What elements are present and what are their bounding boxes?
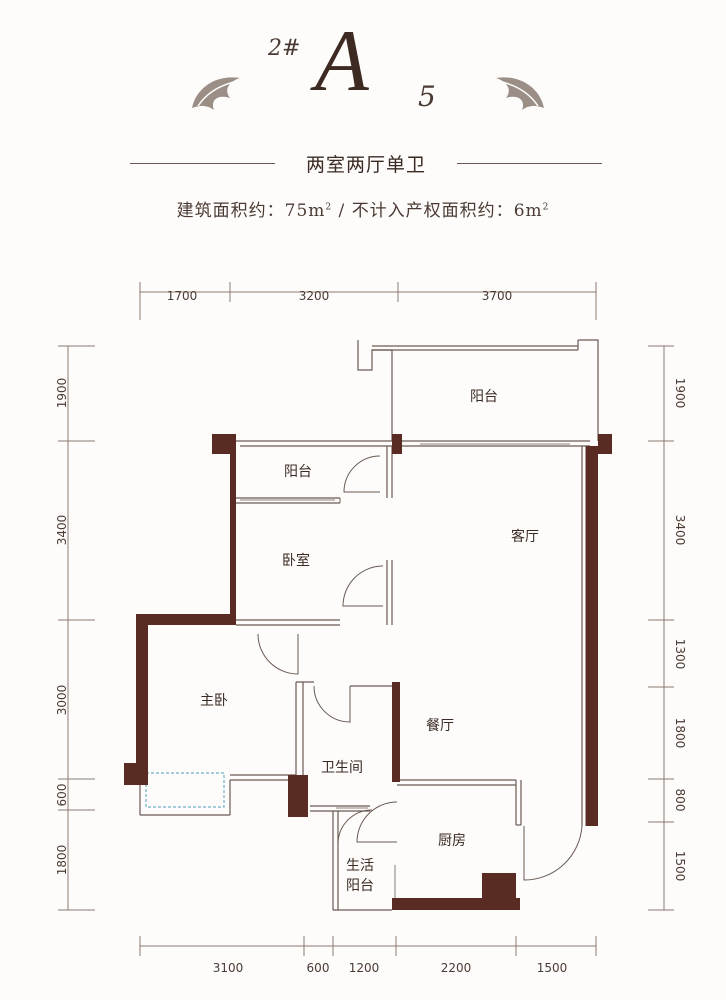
- plan-title: 2# A 5: [0, 0, 726, 135]
- living-door-icon: [523, 825, 583, 881]
- room-balcony-top: 阳台: [470, 389, 498, 405]
- subtitle-rule-right: [457, 163, 602, 164]
- dim-bottom-2: 600: [307, 961, 330, 975]
- master-door-icon: [257, 633, 299, 675]
- balcony-door-icon: [343, 455, 381, 493]
- room-master-bedroom: 主卧: [200, 693, 228, 709]
- building-area-unit-sup: 2: [325, 202, 333, 213]
- dim-left-1: 1900: [55, 378, 69, 409]
- thick-walls: [124, 434, 612, 910]
- dimension-lines: [58, 282, 674, 956]
- excluded-area-value: 6m: [513, 201, 543, 221]
- excluded-area-label: 不计入产权面积约：: [351, 201, 514, 221]
- dim-left-2: 3400: [55, 515, 69, 546]
- dim-top-2: 3200: [299, 289, 330, 303]
- dim-left-4: 600: [55, 784, 69, 807]
- room-kitchen: 厨房: [438, 833, 466, 849]
- bedroom-door-icon: [342, 565, 384, 607]
- dim-bottom-5: 1500: [537, 961, 568, 975]
- area-info: 建筑面积约：75m2 / 不计入产权面积约：6m2: [0, 196, 726, 221]
- bath-door-icon: [313, 685, 351, 723]
- dim-right-4: 1800: [673, 718, 687, 749]
- room-bedroom: 卧室: [282, 552, 310, 569]
- title-prefix: 2#: [268, 36, 301, 61]
- room-living: 客厅: [511, 528, 539, 545]
- dim-right-6: 1500: [673, 851, 687, 882]
- dim-top-3: 3700: [482, 289, 513, 303]
- dim-bottom-3: 1200: [349, 961, 380, 975]
- dim-top-1: 1700: [167, 289, 198, 303]
- room-utility-line1: 生活: [346, 858, 374, 874]
- title-number: 5: [418, 80, 436, 113]
- dim-left-5: 1800: [55, 845, 69, 876]
- floor-plan: 1700 3200 3700 3100 600 1200 2200 1500 1…: [55, 282, 687, 975]
- door-swings: [257, 455, 583, 881]
- left-leaf-ornament-icon: [192, 77, 240, 110]
- dim-right-5: 800: [673, 789, 687, 812]
- window-details: [240, 443, 570, 898]
- room-utility-line2: 阳台: [346, 878, 374, 894]
- dim-right-3: 1300: [673, 639, 687, 670]
- room-bathroom: 卫生间: [321, 760, 363, 776]
- right-leaf-ornament-icon: [496, 77, 544, 110]
- excluded-area-unit-sup: 2: [542, 202, 550, 213]
- title-letter: A: [315, 13, 369, 110]
- building-area-label: 建筑面积约：: [176, 201, 285, 221]
- dim-bottom-1: 3100: [213, 961, 244, 975]
- kitchen-door-icon: [356, 801, 398, 843]
- bay-window: [145, 772, 225, 808]
- unit-type-label: 两室两厅单卫: [305, 154, 426, 176]
- dim-bottom-4: 2200: [441, 961, 472, 975]
- dim-right-1: 1900: [673, 378, 687, 409]
- room-balcony-small: 阳台: [284, 464, 312, 480]
- dim-right-2: 3400: [673, 515, 687, 546]
- area-separator: /: [332, 201, 352, 221]
- subtitle-rule-left: [130, 163, 275, 164]
- room-dining: 餐厅: [426, 718, 454, 734]
- utility-door-icon: [337, 809, 373, 845]
- building-area-value: 75m: [284, 201, 326, 221]
- dim-left-3: 3000: [55, 685, 69, 716]
